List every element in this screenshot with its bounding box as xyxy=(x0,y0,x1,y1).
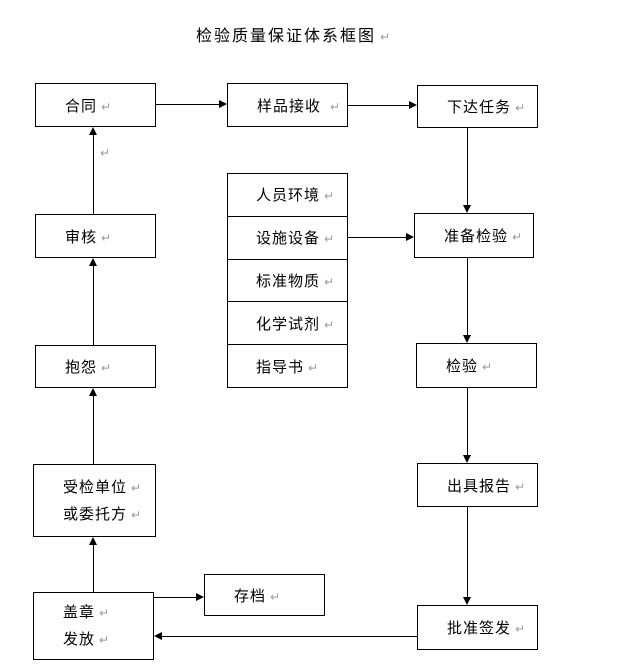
paragraph-mark-icon: ↵ xyxy=(131,480,142,495)
paragraph-mark-icon: ↵ xyxy=(512,230,523,244)
arrow-prepare-to-inspection xyxy=(467,258,468,335)
resource-row-reagents: 化学试剂↵ xyxy=(228,302,347,346)
paragraph-mark-icon: ↵ xyxy=(330,99,341,114)
resource-row-standards: 标准物质↵ xyxy=(228,260,347,303)
arrowhead-down-icon xyxy=(463,335,471,343)
node-issue-report: 出具报告↵ xyxy=(417,463,538,507)
arrow-approve-to-seal xyxy=(162,636,417,637)
arrow-inspection-to-report xyxy=(467,388,468,455)
arrow-report-to-approve xyxy=(467,507,468,597)
paragraph-mark-icon: ↵ xyxy=(324,232,335,247)
paragraph-mark-icon: ↵ xyxy=(515,622,526,636)
node-sample-receive: 样品接收↵ xyxy=(227,83,348,127)
resource-row-instructions: 指导书↵ xyxy=(256,357,319,376)
resource-stack: 人员环境↵ 设施设备↵ 标准物质↵ 化学试剂↵ 指导书↵ xyxy=(227,173,348,388)
arrow-review-to-contract xyxy=(93,135,94,214)
node-assign-task: 下达任务↵ xyxy=(417,85,538,128)
resource-row-facilities: 设施设备↵ xyxy=(228,217,347,260)
arrowhead-right-icon xyxy=(196,593,204,601)
arrowhead-up-icon xyxy=(89,258,97,266)
paragraph-mark-icon: ↵ xyxy=(99,633,110,647)
node-review: 审核↵ xyxy=(35,214,156,258)
arrowhead-right-icon xyxy=(409,101,417,109)
node-seal-issue: 盖章↵ 发放↵ xyxy=(33,592,154,660)
arrowhead-up-icon xyxy=(89,127,97,135)
paragraph-mark-icon: ↵ xyxy=(380,30,391,44)
arrowhead-down-icon xyxy=(463,455,471,463)
paragraph-mark-icon: ↵ xyxy=(324,274,335,289)
arrow-contract-to-sample xyxy=(156,104,219,105)
node-prepare-inspection: 准备检验↵ xyxy=(414,213,534,258)
paragraph-mark-icon: ↵ xyxy=(101,99,112,114)
arrow-complaint-to-review xyxy=(93,266,94,345)
resource-row-personnel: 人员环境↵ xyxy=(228,174,347,217)
arrow-assign-to-prepare xyxy=(467,128,468,205)
arrowhead-up-icon xyxy=(89,388,97,396)
paragraph-mark-icon: ↵ xyxy=(101,230,112,245)
node-archive: 存档↵ xyxy=(204,574,325,616)
paragraph-mark-icon: ↵ xyxy=(515,101,526,115)
page-title: 检验质量保证体系框图↵ xyxy=(196,26,391,45)
arrowhead-up-icon xyxy=(89,537,97,545)
node-inspected-unit: 受检单位↵ 或委托方↵ xyxy=(33,464,156,537)
arrowhead-right-icon xyxy=(406,233,414,241)
paragraph-mark-icon: ↵ xyxy=(324,189,335,204)
arrow-unit-to-complaint xyxy=(93,396,94,464)
paragraph-mark-icon: ↵ xyxy=(270,589,281,604)
node-complaint: 抱怨↵ xyxy=(35,345,156,388)
arrow-seal-to-unit xyxy=(93,545,94,592)
node-contract: 合同↵ xyxy=(35,83,156,127)
arrowhead-right-icon xyxy=(219,100,227,108)
paragraph-mark-icon: ↵ xyxy=(100,146,111,160)
arrow-sample-to-assign xyxy=(348,105,409,106)
paragraph-mark-icon: ↵ xyxy=(99,606,110,620)
paragraph-mark-icon: ↵ xyxy=(308,360,319,375)
paragraph-mark-icon: ↵ xyxy=(101,361,112,375)
arrowhead-down-icon xyxy=(463,205,471,213)
paragraph-mark-icon: ↵ xyxy=(482,360,493,374)
paragraph-mark-icon: ↵ xyxy=(515,479,526,494)
arrowhead-left-icon xyxy=(154,632,162,640)
arrow-stack-to-prepare xyxy=(348,237,406,238)
node-approve-issue: 批准签发↵ xyxy=(417,605,538,650)
arrowhead-down-icon xyxy=(463,597,471,605)
paragraph-mark-icon: ↵ xyxy=(131,507,142,522)
arrow-seal-to-archive xyxy=(154,597,196,598)
paragraph-mark-icon: ↵ xyxy=(324,317,335,332)
node-inspection: 检验↵ xyxy=(416,343,537,388)
